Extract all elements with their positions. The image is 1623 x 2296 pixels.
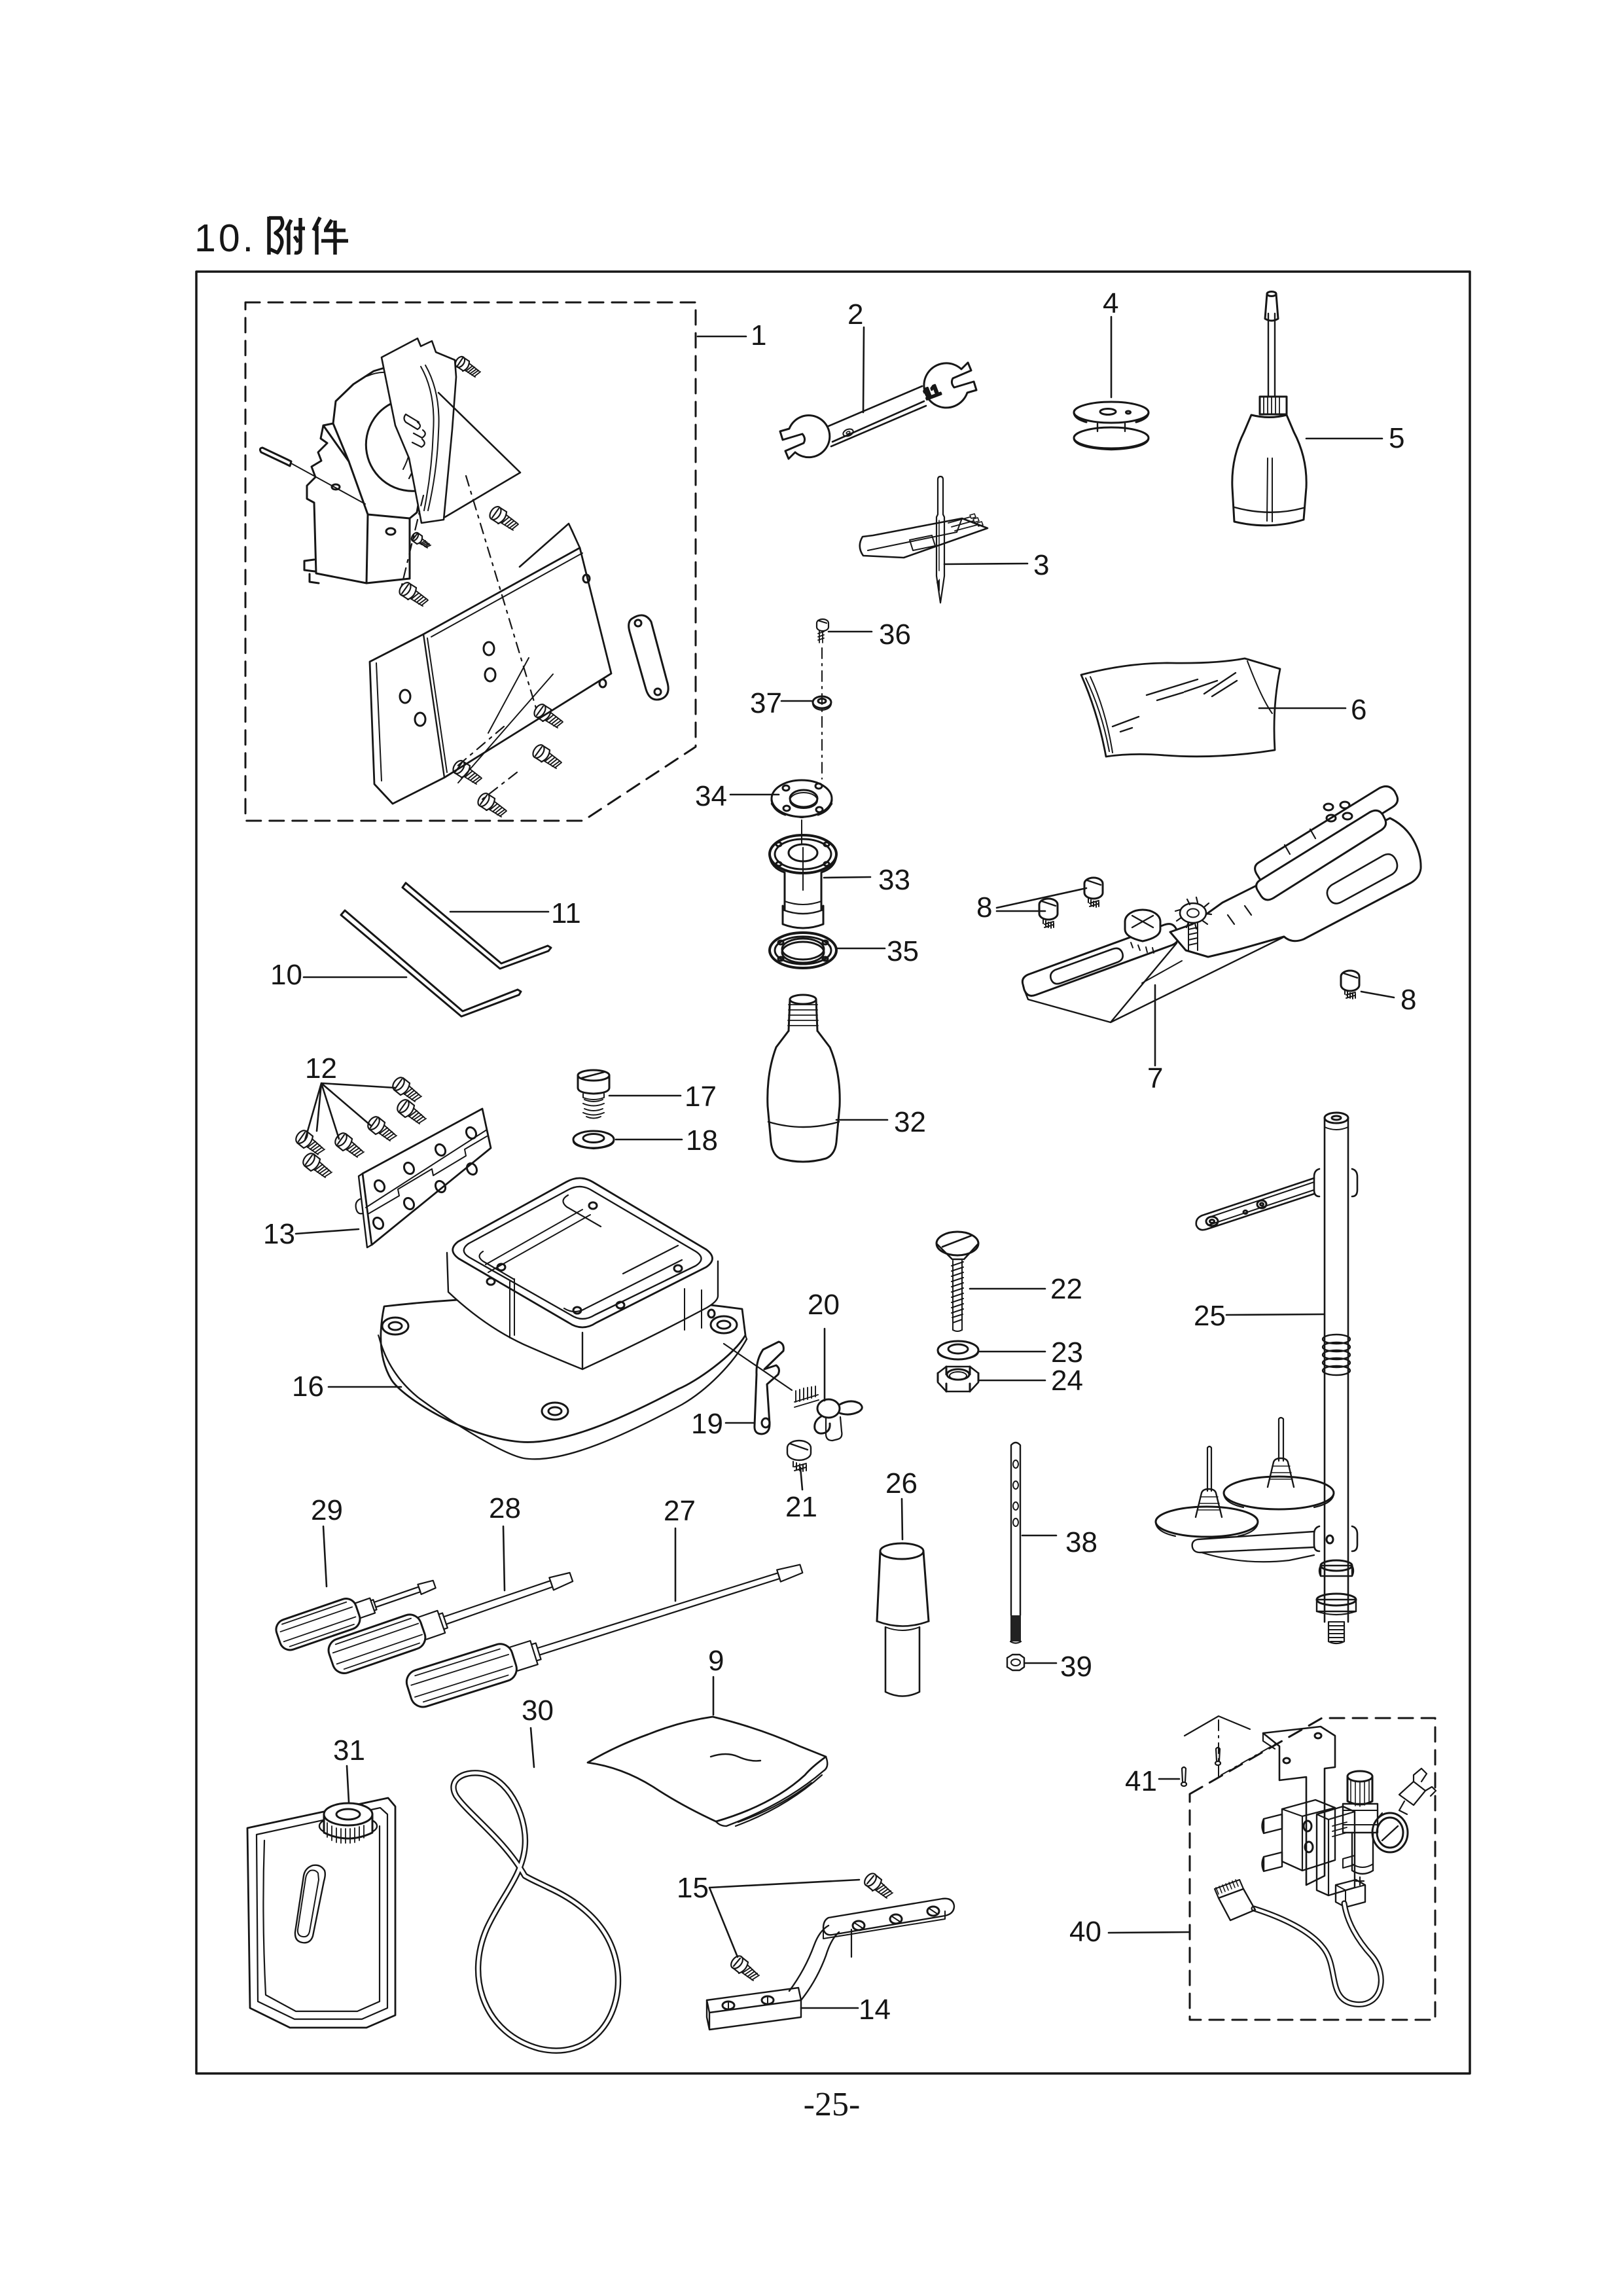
- svg-text:28: 28: [489, 1492, 521, 1524]
- svg-text:11: 11: [551, 897, 581, 929]
- svg-text:13: 13: [263, 1218, 295, 1250]
- svg-text:34: 34: [695, 780, 727, 812]
- svg-text:29: 29: [311, 1494, 343, 1526]
- svg-text:21: 21: [785, 1491, 817, 1523]
- svg-text:-25-: -25-: [804, 2086, 861, 2123]
- svg-text:15: 15: [677, 1872, 709, 1904]
- svg-text:26: 26: [885, 1467, 918, 1499]
- svg-text:6: 6: [1351, 694, 1366, 726]
- svg-text:32: 32: [894, 1106, 926, 1138]
- svg-text:31: 31: [333, 1734, 365, 1767]
- svg-text:27: 27: [664, 1495, 696, 1527]
- svg-text:2: 2: [847, 298, 863, 331]
- svg-text:38: 38: [1065, 1526, 1097, 1558]
- svg-text:25: 25: [1194, 1300, 1226, 1332]
- svg-text:23: 23: [1051, 1336, 1083, 1369]
- svg-text:35: 35: [887, 935, 919, 967]
- svg-text:40: 40: [1069, 1916, 1101, 1948]
- svg-text:19: 19: [691, 1408, 723, 1440]
- svg-text:5: 5: [1389, 422, 1404, 454]
- svg-text:9: 9: [708, 1645, 724, 1677]
- svg-text:4: 4: [1103, 287, 1118, 319]
- svg-text:8: 8: [976, 891, 992, 924]
- svg-text:12: 12: [305, 1052, 337, 1085]
- svg-text:39: 39: [1060, 1651, 1092, 1683]
- svg-text:14: 14: [859, 1994, 891, 2026]
- svg-text:30: 30: [522, 1695, 554, 1727]
- svg-text:24: 24: [1051, 1365, 1083, 1397]
- svg-text:10: 10: [270, 959, 302, 991]
- svg-text:8: 8: [1400, 984, 1416, 1016]
- svg-text:36: 36: [879, 619, 911, 651]
- svg-text:3: 3: [1033, 549, 1049, 581]
- svg-text:37: 37: [750, 687, 782, 719]
- svg-text:22: 22: [1050, 1273, 1082, 1305]
- svg-text:17: 17: [685, 1081, 717, 1113]
- svg-text:7: 7: [1147, 1062, 1163, 1094]
- svg-text:18: 18: [686, 1124, 718, 1157]
- svg-text:16: 16: [292, 1371, 324, 1403]
- svg-text:1: 1: [751, 319, 766, 351]
- svg-text:33: 33: [878, 864, 910, 896]
- svg-text:41: 41: [1125, 1765, 1157, 1797]
- svg-text:20: 20: [808, 1289, 840, 1321]
- svg-text:10.: 10.: [194, 217, 256, 260]
